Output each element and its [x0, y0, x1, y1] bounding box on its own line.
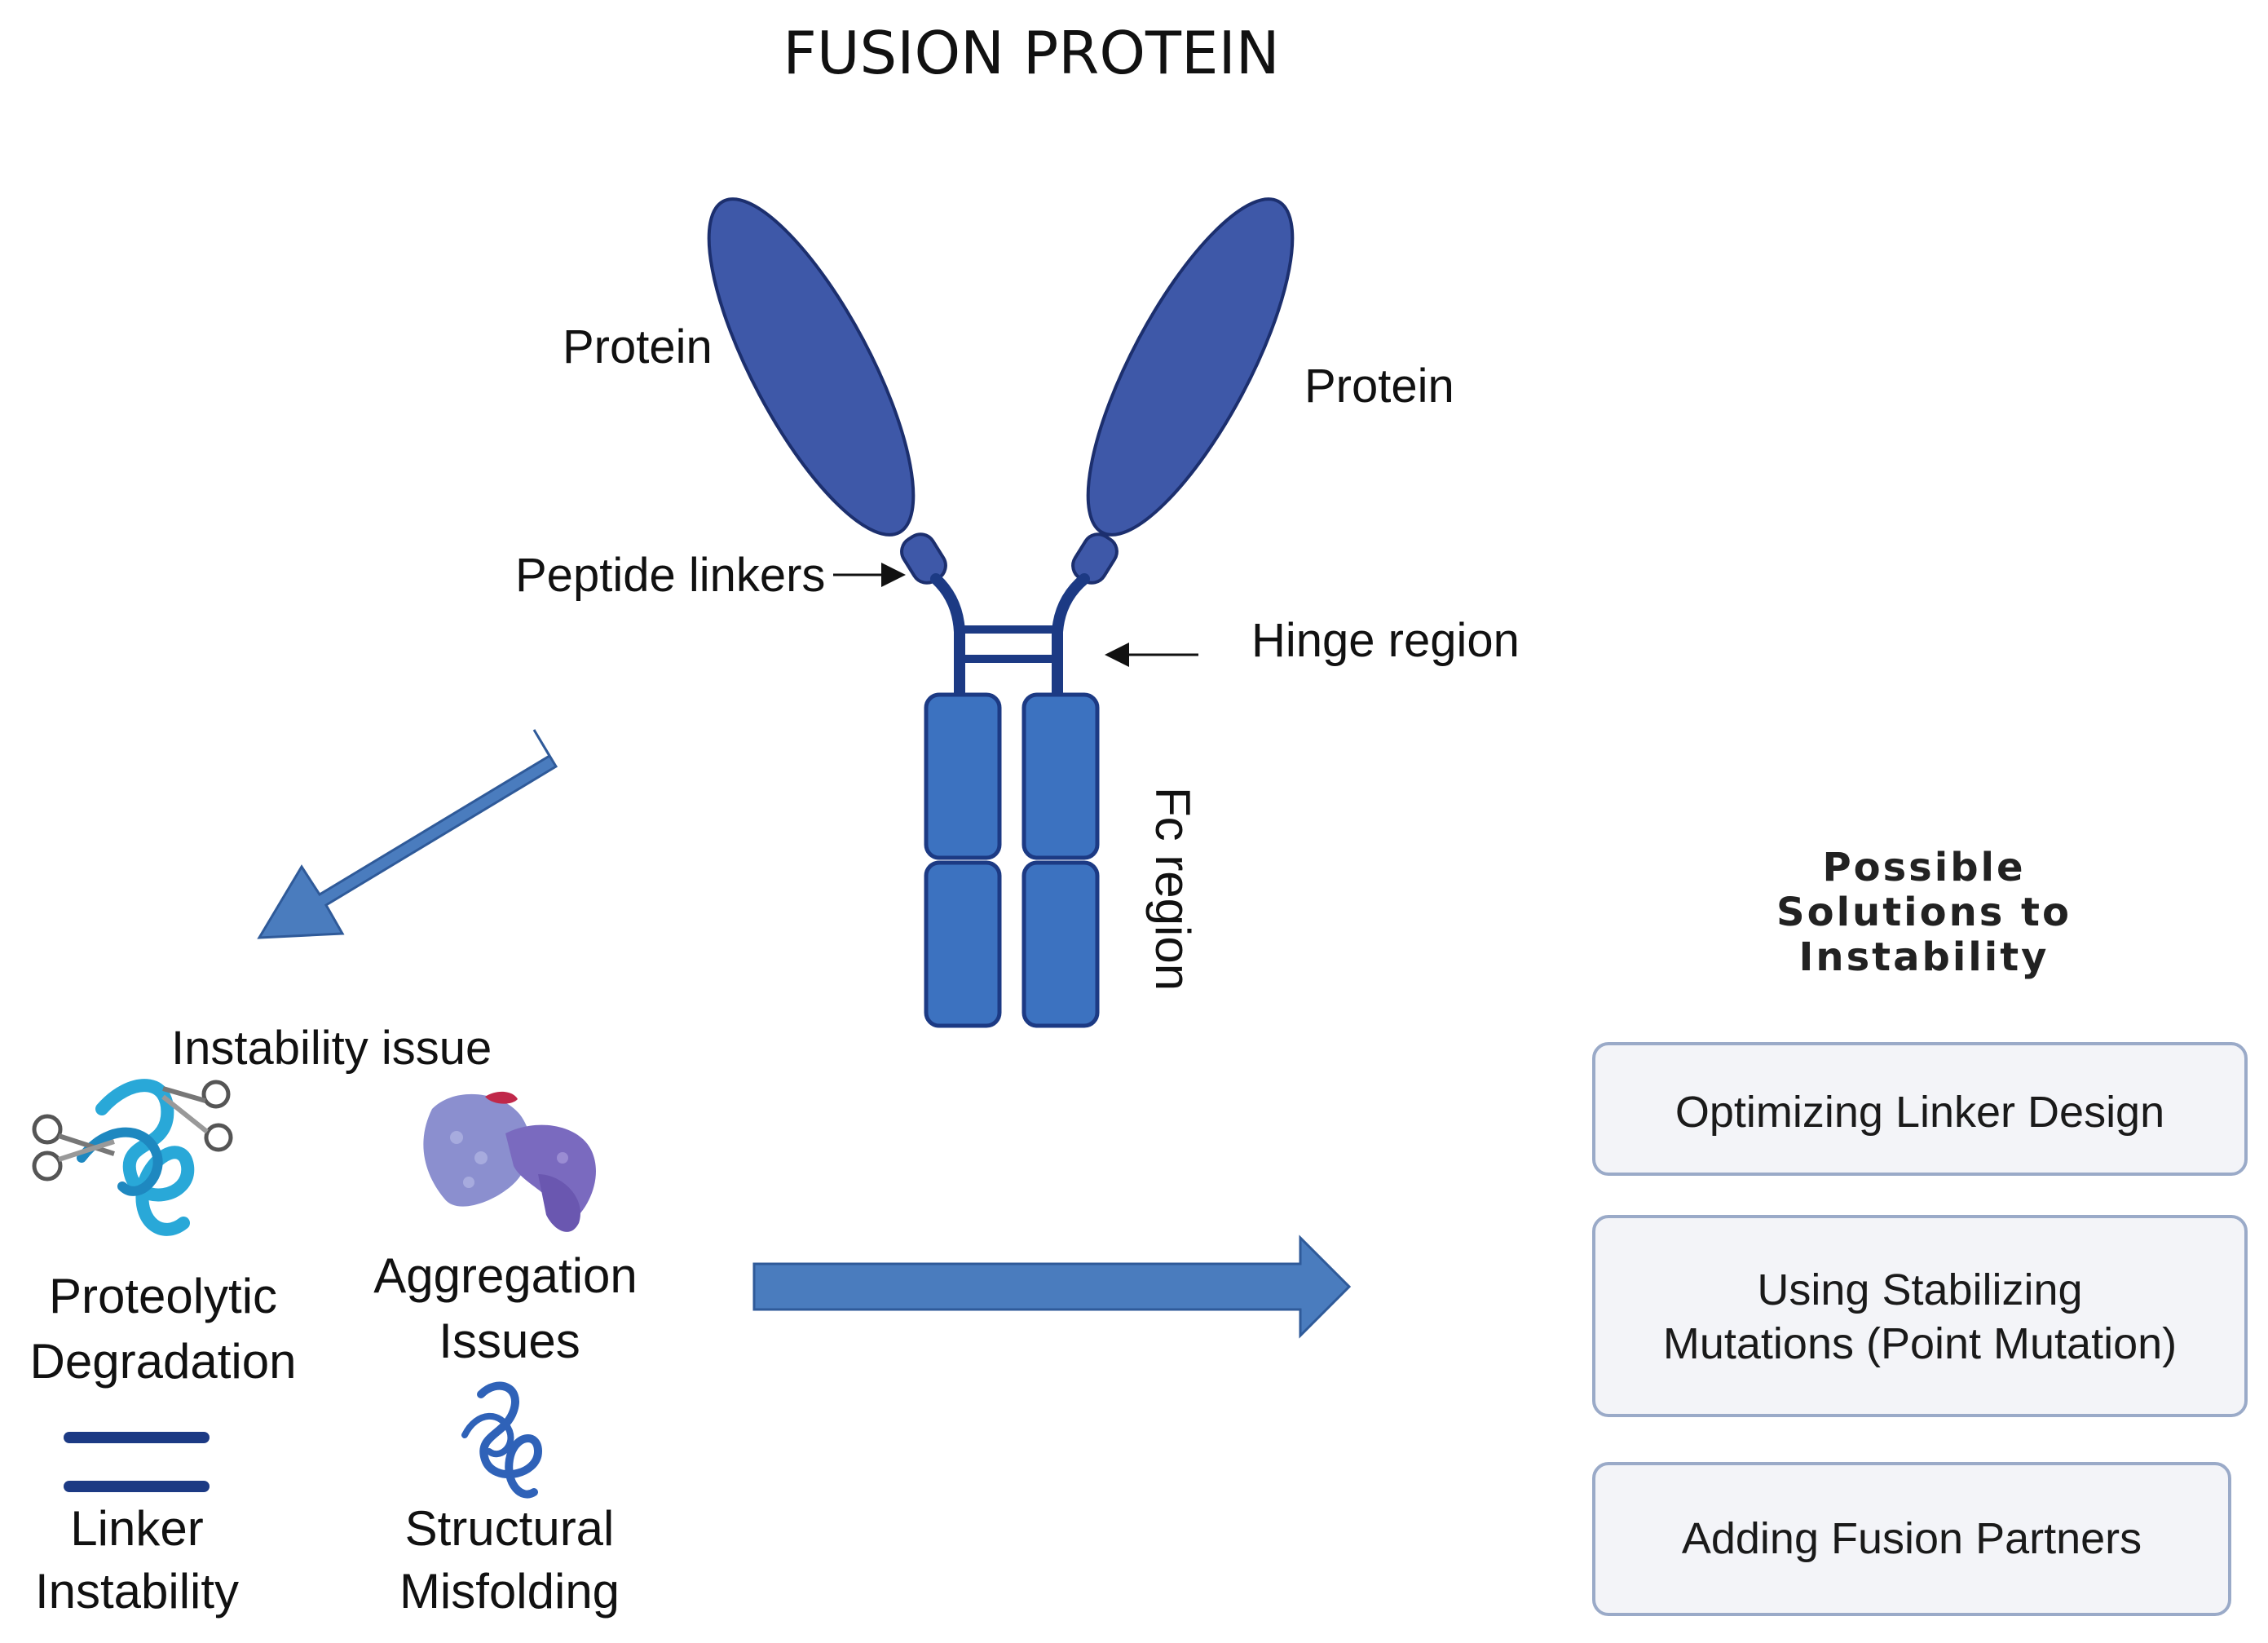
solution-text: Adding Fusion Partners — [1682, 1514, 2142, 1563]
left-protein-domain — [707, 197, 916, 537]
solutions-heading-line3: Instability — [1799, 934, 2050, 980]
left-hinge-strand — [930, 573, 965, 703]
issue-label-line1: Proteolytic — [49, 1269, 277, 1323]
fc-block-left-top — [924, 692, 1002, 860]
issue-label-line1: Aggregation — [373, 1248, 638, 1303]
issue-label-line2: Instability — [35, 1564, 239, 1619]
label-protein-left: Protein — [563, 320, 713, 373]
issue-label-line1: Linker — [70, 1501, 203, 1556]
fusion-protein-structure — [707, 197, 1295, 1028]
solution-box-linker-design: Optimizing Linker Design — [1592, 1042, 2248, 1176]
protein-aggregate-icon — [423, 1091, 596, 1232]
issue-label-line2: Issues — [439, 1314, 580, 1368]
right-hinge-strand — [1052, 573, 1090, 703]
fc-block-left-bottom — [924, 860, 1002, 1028]
label-protein-right: Protein — [1304, 360, 1454, 413]
fc-block-right-top — [1021, 692, 1100, 860]
solution-text: Optimizing Linker Design — [1675, 1088, 2164, 1137]
solution-box-stabilizing-mutations: Using Stabilizing Mutations (Point Mutat… — [1592, 1215, 2248, 1417]
coil-icon — [461, 1381, 543, 1499]
issue-label-line2: Misfolding — [399, 1564, 620, 1619]
solution-text-line1: Using Stabilizing — [1757, 1265, 2082, 1314]
issue-label-line1: Structural — [405, 1501, 615, 1556]
instability-heading: Instability issue — [171, 1022, 492, 1075]
right-protein-domain — [1086, 197, 1295, 537]
fc-block-right-bottom — [1021, 860, 1100, 1028]
label-hinge-region: Hinge region — [1251, 614, 1520, 667]
label-fc-region: Fc region — [1145, 787, 1200, 991]
label-peptide-linkers: Peptide linkers — [515, 549, 825, 602]
double-line-icon — [64, 1432, 210, 1492]
scissors-coil-icon — [32, 1079, 233, 1236]
solution-text-line2: Mutations (Point Mutation) — [1663, 1319, 2177, 1368]
arrow-to-solutions — [752, 1234, 1352, 1339]
page-title: FUSION PROTEIN — [783, 19, 1279, 87]
solutions-heading-line1: Possible — [1822, 845, 2025, 890]
issue-label-line2: Degradation — [30, 1334, 297, 1389]
arrow-to-instability — [257, 729, 558, 939]
solution-box-fusion-partners: Adding Fusion Partners — [1592, 1462, 2231, 1616]
solutions-heading-line2: Solutions to — [1776, 890, 2072, 935]
